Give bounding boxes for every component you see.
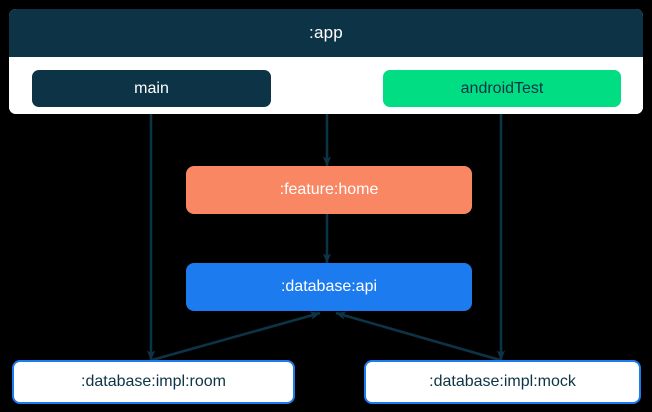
module-node-feature-home[interactable]: :feature:home (186, 166, 472, 214)
module-node-database-impl-mock[interactable]: :database:impl:mock (364, 360, 641, 404)
edge-database-impl-mock-to-database-api (335, 311, 501, 362)
source-set-androidtest[interactable]: androidTest (383, 70, 621, 107)
edge-database-impl-room-to-database-api (151, 311, 321, 362)
app-title: :app (309, 23, 343, 42)
module-node-database-api[interactable]: :database:api (186, 263, 472, 311)
app-source-sets: main androidTest (9, 57, 643, 114)
module-node-database-impl-room[interactable]: :database:impl:room (12, 360, 295, 404)
module-app-container[interactable]: :app main androidTest (9, 9, 643, 114)
app-header: :app (9, 9, 643, 57)
source-set-main[interactable]: main (32, 70, 271, 107)
